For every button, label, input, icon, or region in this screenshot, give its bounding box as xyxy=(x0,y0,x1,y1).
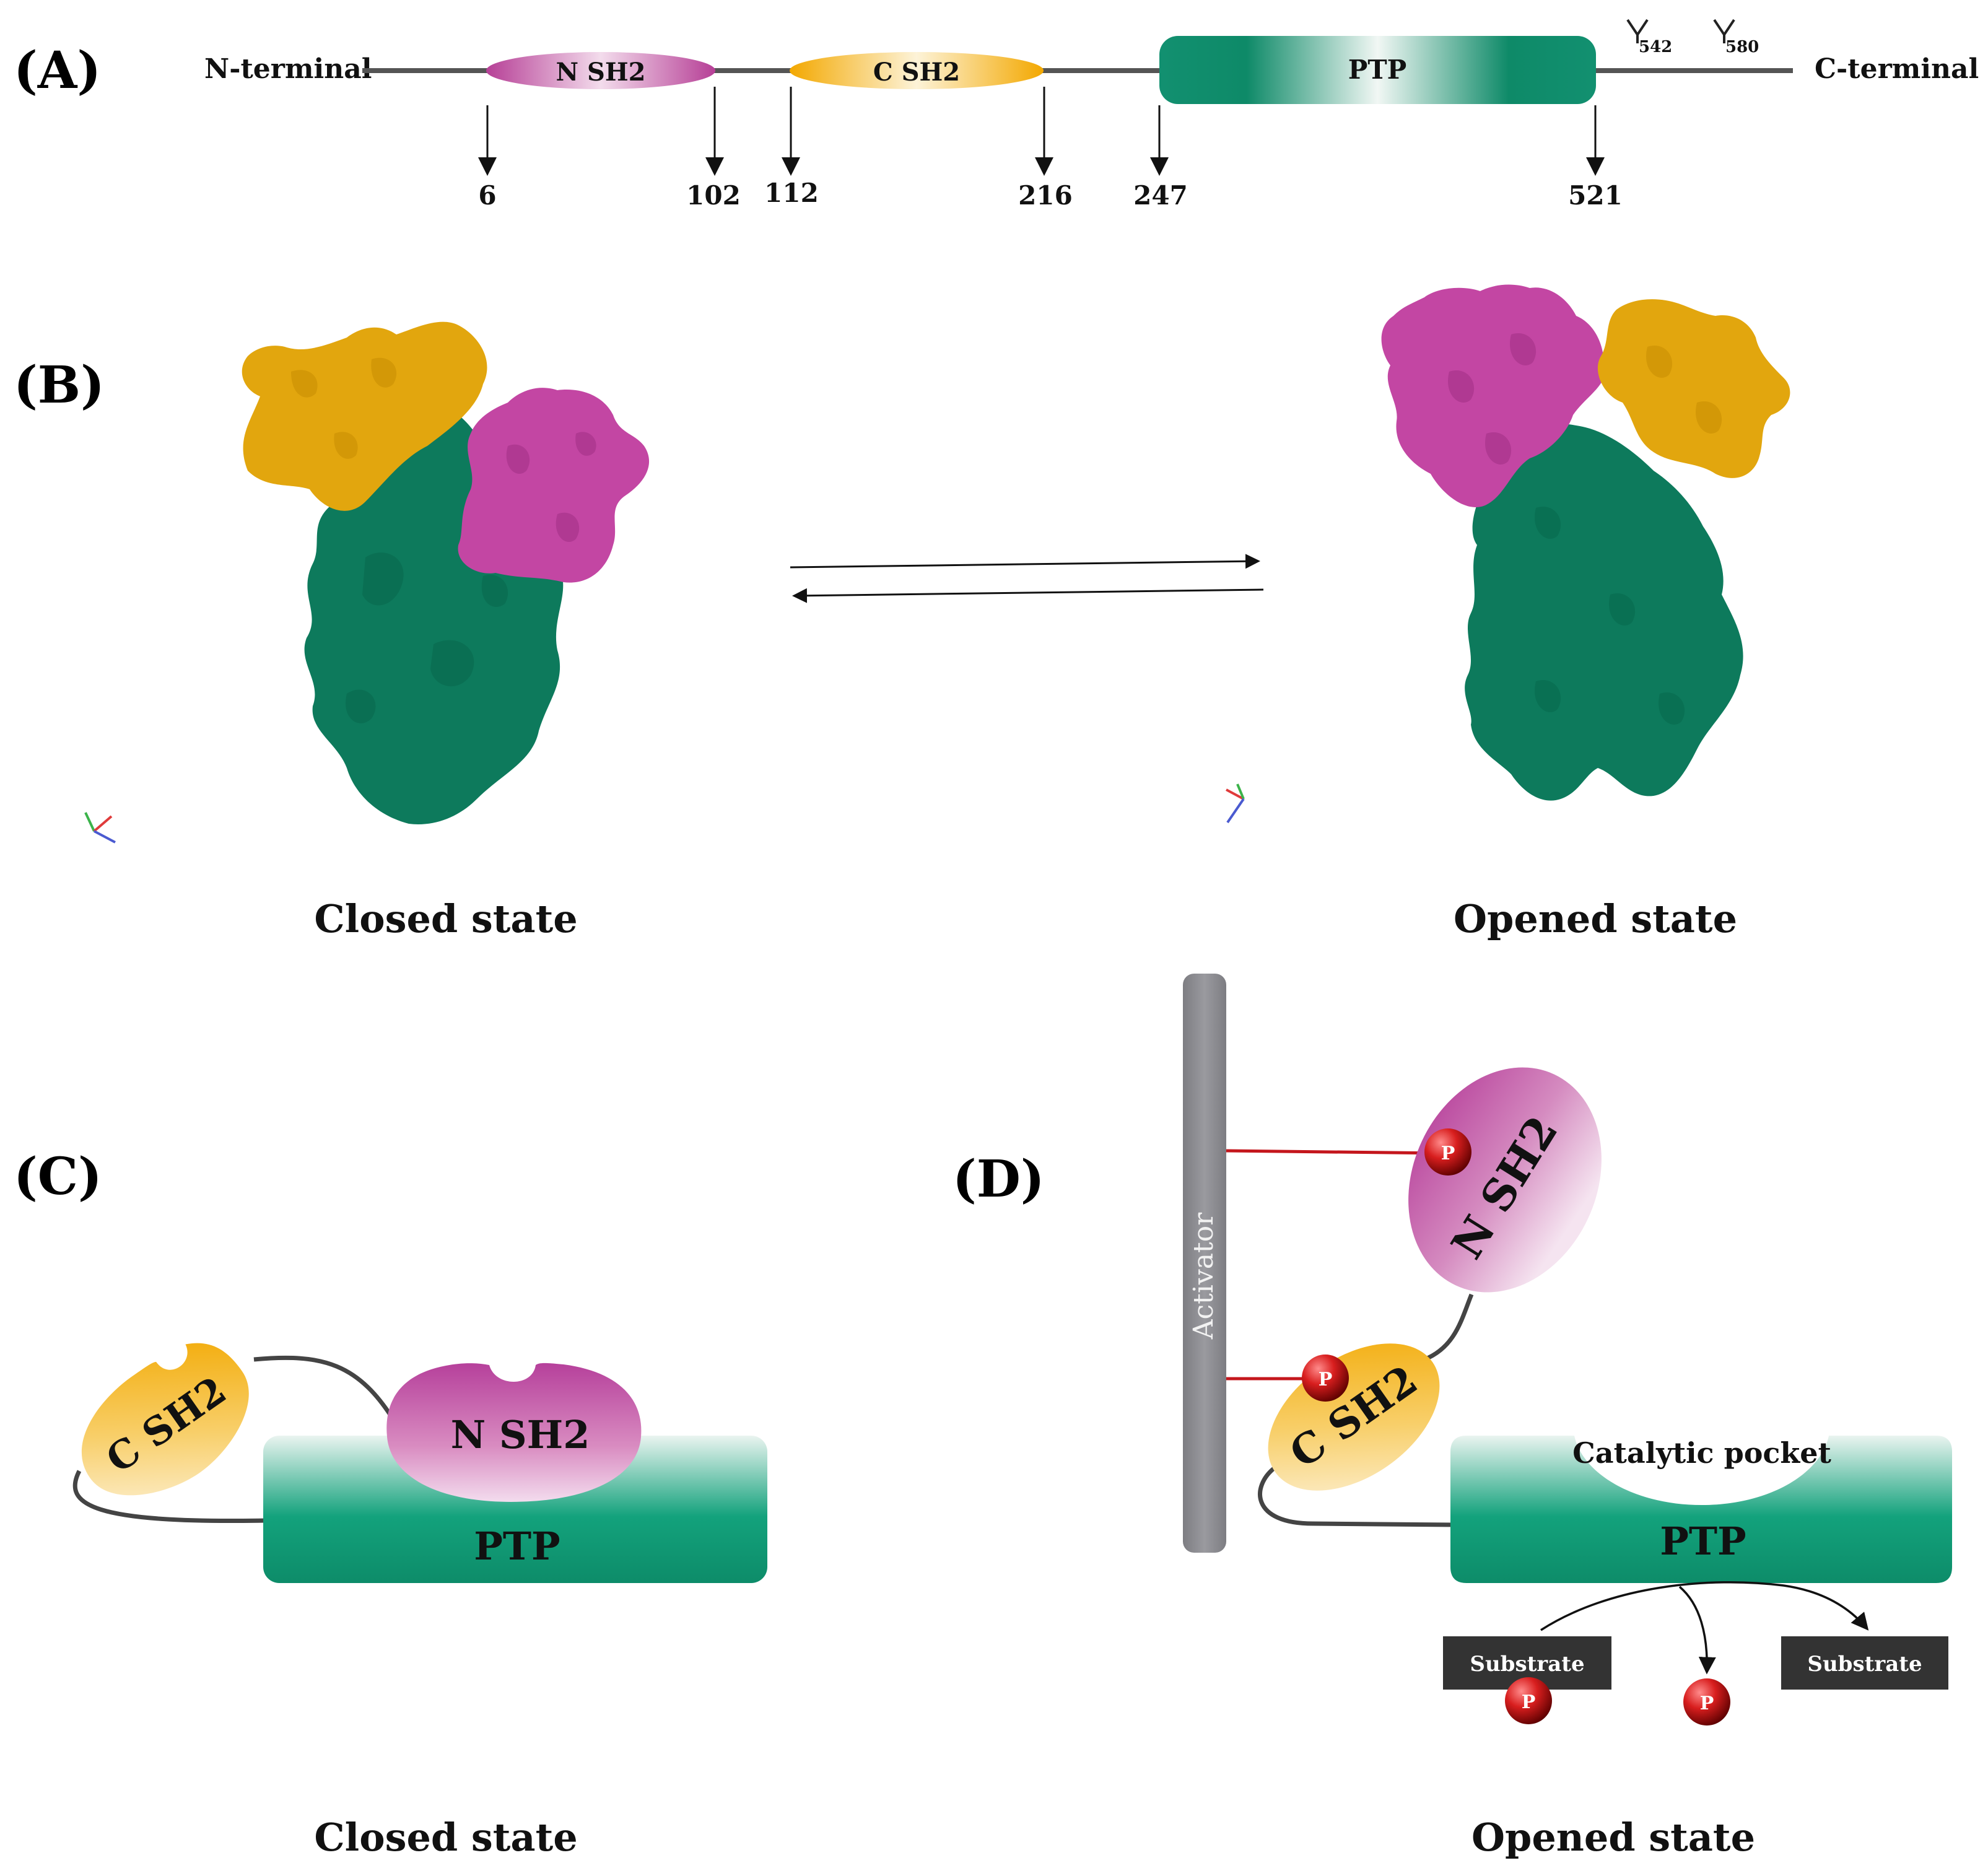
ptp-label-opened: PTP xyxy=(1660,1519,1746,1564)
c-terminal-label: C-terminal xyxy=(1815,53,1979,85)
n-sh2-closed-shape xyxy=(386,1363,642,1502)
ptp-block xyxy=(263,1436,767,1583)
linker-upper xyxy=(253,1355,399,1426)
panel-label-d: (D) xyxy=(953,1150,1045,1209)
tyrosine-542: 542 xyxy=(1626,19,1672,56)
closed-structure-model xyxy=(242,321,650,824)
boundary-216: 216 xyxy=(1018,180,1073,211)
opened-structure-model xyxy=(1381,284,1790,801)
n-sh2-label-closed: N SH2 xyxy=(451,1412,590,1457)
closed-schematic: PTP N SH2 C SH2 xyxy=(72,1343,767,1583)
reaction-arrow-phosphate xyxy=(1678,1586,1716,1675)
ptp-label-closed: PTP xyxy=(474,1524,560,1569)
domain-ptp: PTP xyxy=(1159,36,1596,104)
tyrosine-580-label: 580 xyxy=(1725,38,1759,56)
tyrosine-580: 580 xyxy=(1713,19,1759,56)
domain-n-sh2-label: N SH2 xyxy=(556,58,646,87)
opened-state-schematic-caption: Opened state xyxy=(1471,1815,1755,1860)
substrate-left-label: Substrate xyxy=(1470,1652,1584,1677)
substrate-right: Substrate xyxy=(1781,1636,1948,1690)
phospho-released-label: P xyxy=(1700,1693,1714,1714)
axes-triad-right xyxy=(1226,783,1245,824)
linker-lower xyxy=(72,1470,267,1523)
panel-label-c: (C) xyxy=(14,1147,102,1206)
opened-schematic: Activator N SH2 C SH2 P P Catalytic pock… xyxy=(1183,974,1952,1725)
equilibrium-arrows xyxy=(790,554,1264,603)
opened-state-structure-caption: Opened state xyxy=(1454,896,1737,941)
boundary-247: 247 xyxy=(1133,180,1188,211)
linker-csh2-ptp xyxy=(1258,1466,1456,1527)
phospho-released: P xyxy=(1683,1678,1730,1725)
c-sh2-closed-shape xyxy=(82,1343,249,1496)
phospho-n-sh2-label: P xyxy=(1441,1143,1455,1164)
boundary-arrows xyxy=(478,87,1605,176)
phospho-substrate-label: P xyxy=(1522,1691,1536,1713)
activator-label: Activator xyxy=(1188,1212,1219,1340)
phospho-n-sh2: P xyxy=(1424,1128,1471,1176)
substrate-right-label: Substrate xyxy=(1807,1652,1922,1677)
linker-nsh2-csh2 xyxy=(1423,1293,1474,1362)
reaction-arrow-main xyxy=(1540,1581,1869,1631)
activator-bar xyxy=(1183,974,1226,1553)
domain-c-sh2-label: C SH2 xyxy=(873,58,960,87)
boundary-6: 6 xyxy=(478,180,496,211)
panel-label-a: (A) xyxy=(14,41,101,100)
closed-state-structure-caption: Closed state xyxy=(314,896,577,941)
domain-n-sh2: N SH2 xyxy=(486,52,715,89)
n-sh2-opened-shape xyxy=(1408,1067,1602,1293)
domain-c-sh2: C SH2 xyxy=(790,52,1044,89)
axes-triad-left xyxy=(84,812,116,844)
substrate-left: Substrate xyxy=(1443,1636,1611,1690)
phospho-c-sh2: P xyxy=(1302,1355,1349,1402)
phospho-c-sh2-label: P xyxy=(1319,1369,1333,1390)
catalytic-pocket-label: Catalytic pocket xyxy=(1572,1436,1831,1470)
phospho-substrate: P xyxy=(1505,1677,1552,1724)
boundary-102: 102 xyxy=(686,180,741,211)
tyrosine-542-label: 542 xyxy=(1639,38,1672,56)
closed-state-schematic-caption: Closed state xyxy=(314,1815,577,1860)
boundary-521: 521 xyxy=(1568,180,1623,211)
panel-label-b: (B) xyxy=(14,356,105,415)
n-terminal-label: N-terminal xyxy=(204,53,372,85)
ptp-opened-block xyxy=(1450,1436,1952,1583)
boundary-112: 112 xyxy=(764,178,819,208)
tether-n-sh2 xyxy=(1226,1149,1442,1155)
domain-ptp-label: PTP xyxy=(1348,55,1406,85)
